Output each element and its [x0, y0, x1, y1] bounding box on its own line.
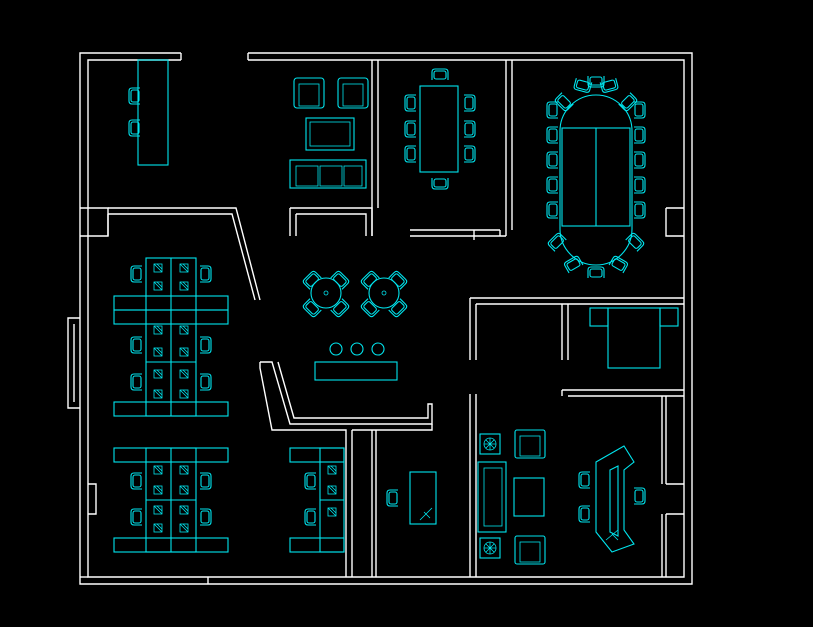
small-workstations [289, 447, 345, 553]
executive-desk-icon [595, 445, 635, 553]
office-desk-icon [409, 471, 437, 525]
boardroom [546, 75, 646, 279]
counter-icon [314, 361, 398, 381]
waiting-lounge [477, 429, 546, 565]
armchair-icon [293, 77, 369, 109]
coffee-table-icon [305, 117, 355, 151]
reception-room [128, 59, 169, 166]
stool-icon [329, 342, 343, 356]
break-area [302, 270, 408, 381]
round-table-icon [310, 277, 400, 309]
cabinet-icon [589, 307, 679, 369]
workstation-cluster-icon [113, 257, 229, 553]
reception-desk-icon [137, 59, 169, 166]
exterior-walls [79, 52, 693, 585]
meeting-room [404, 69, 475, 189]
storage-room [589, 307, 679, 369]
small-office [386, 471, 437, 525]
coffee-table-icon [513, 477, 545, 517]
interior-walls [67, 60, 684, 577]
sofa-icon [289, 159, 367, 189]
lounge-room [289, 77, 369, 189]
oval-conference-table-icon [559, 94, 633, 266]
sofa-icon [477, 461, 507, 533]
meeting-table-icon [419, 85, 459, 173]
manager-office [578, 445, 645, 553]
open-office [113, 257, 229, 553]
